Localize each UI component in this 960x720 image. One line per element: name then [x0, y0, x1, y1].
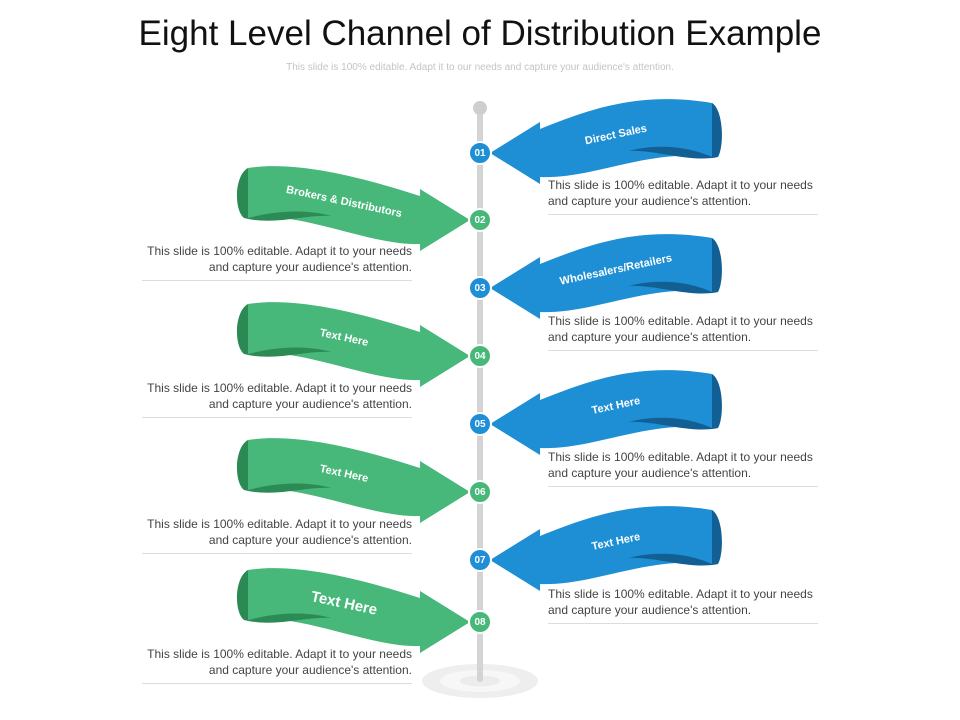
- page-title: Eight Level Channel of Distribution Exam…: [138, 14, 822, 53]
- flag-body: [490, 506, 712, 591]
- flag-body: [248, 302, 470, 387]
- level-number-badge: [468, 548, 492, 572]
- level-number-badge: [468, 480, 492, 504]
- level-description: This slide is 100% editable. Adapt it to…: [548, 313, 818, 351]
- page-subtitle: This slide is 100% editable. Adapt it to…: [286, 62, 674, 73]
- pole: [473, 101, 487, 682]
- level-number: 07: [474, 555, 486, 566]
- flag-body: [248, 438, 470, 523]
- pole-top-knob: [473, 101, 487, 115]
- flag-curl: [712, 103, 721, 157]
- level-number: 08: [474, 617, 486, 628]
- pole-shaft: [477, 108, 483, 682]
- flag-body: [490, 370, 712, 455]
- level-description: This slide is 100% editable. Adapt it to…: [142, 243, 412, 281]
- level-description: This slide is 100% editable. Adapt it to…: [548, 177, 818, 215]
- level-number-badge: [468, 208, 492, 232]
- flag-curl: [712, 510, 721, 564]
- level-description: This slide is 100% editable. Adapt it to…: [142, 380, 412, 418]
- flag-curl: [237, 570, 248, 620]
- level-number: 03: [474, 283, 486, 294]
- flag-body: [490, 234, 712, 319]
- level-number: 06: [474, 487, 486, 498]
- level-number: 02: [474, 215, 486, 226]
- level-number-badge: [468, 610, 492, 634]
- level-description: This slide is 100% editable. Adapt it to…: [142, 516, 412, 554]
- level-number-badge: [468, 344, 492, 368]
- flag-curl: [237, 440, 248, 490]
- level-description: This slide is 100% editable. Adapt it to…: [548, 449, 818, 487]
- flag-curl: [712, 374, 721, 428]
- level-number-badge: [468, 141, 492, 165]
- flag-body: [248, 568, 470, 653]
- level-number-badge: [468, 276, 492, 300]
- level-number-badge: [468, 412, 492, 436]
- level-description: This slide is 100% editable. Adapt it to…: [548, 586, 818, 624]
- level-number: 05: [474, 419, 486, 430]
- flag-curl: [237, 168, 248, 218]
- level-description: This slide is 100% editable. Adapt it to…: [142, 646, 412, 684]
- flag-body: [490, 99, 712, 184]
- flag-body: [248, 166, 470, 251]
- level-number: 04: [474, 351, 486, 362]
- level-number: 01: [474, 148, 486, 159]
- flag-curl: [712, 238, 721, 292]
- flag-curl: [237, 304, 248, 354]
